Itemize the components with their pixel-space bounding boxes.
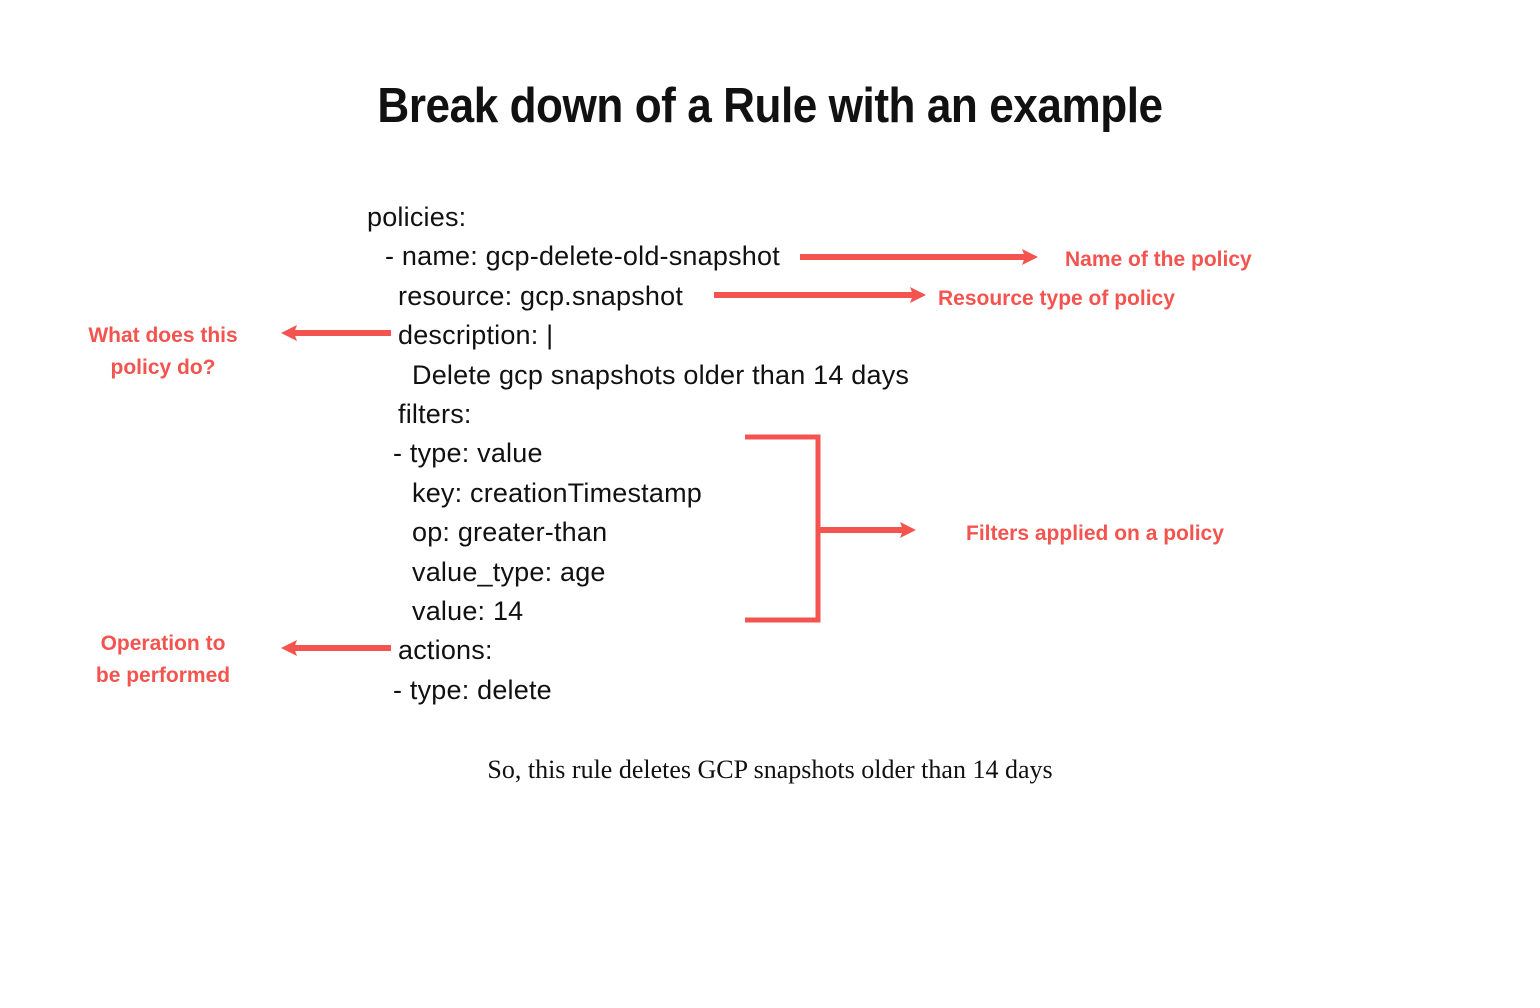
- annotation-operation-performed: Operation to be performed: [95, 632, 231, 687]
- yaml-line-policies: policies:: [367, 202, 467, 232]
- annotation-name-of-policy: Name of the policy: [1065, 248, 1252, 271]
- yaml-line-filter-key: key: creationTimestamp: [412, 477, 702, 508]
- annotation-resource-type: Resource type of policy: [938, 287, 1175, 310]
- yaml-line-resource: resource: gcp.snapshot: [398, 280, 684, 311]
- yaml-line-name: - name: gcp-delete-old-snapshot: [385, 241, 780, 272]
- yaml-line-filter-value: value: 14: [412, 595, 524, 626]
- yaml-line-description: description: |: [398, 320, 554, 351]
- yaml-line-description-body: Delete gcp snapshots older than 14 days: [412, 359, 910, 390]
- yaml-line-action-type: - type: delete: [393, 674, 552, 705]
- yaml-line-filter-value-type: value_type: age: [412, 556, 606, 587]
- yaml-line-filter-op: op: greater-than: [412, 517, 608, 548]
- yaml-line-filter-type: - type: value: [393, 438, 543, 469]
- annotation-filters-applied: Filters applied on a policy: [966, 522, 1224, 545]
- yaml-line-actions: actions:: [398, 635, 493, 666]
- annotation-what-does-policy-do: What does this policy do?: [88, 324, 238, 379]
- yaml-policy-block: policies: - name: gcp-delete-old-snapsho…: [367, 198, 1067, 710]
- yaml-line-filters: filters:: [398, 398, 472, 429]
- summary-caption: So, this rule deletes GCP snapshots olde…: [487, 755, 1053, 784]
- page-title: Break down of a Rule with an example: [377, 79, 1163, 133]
